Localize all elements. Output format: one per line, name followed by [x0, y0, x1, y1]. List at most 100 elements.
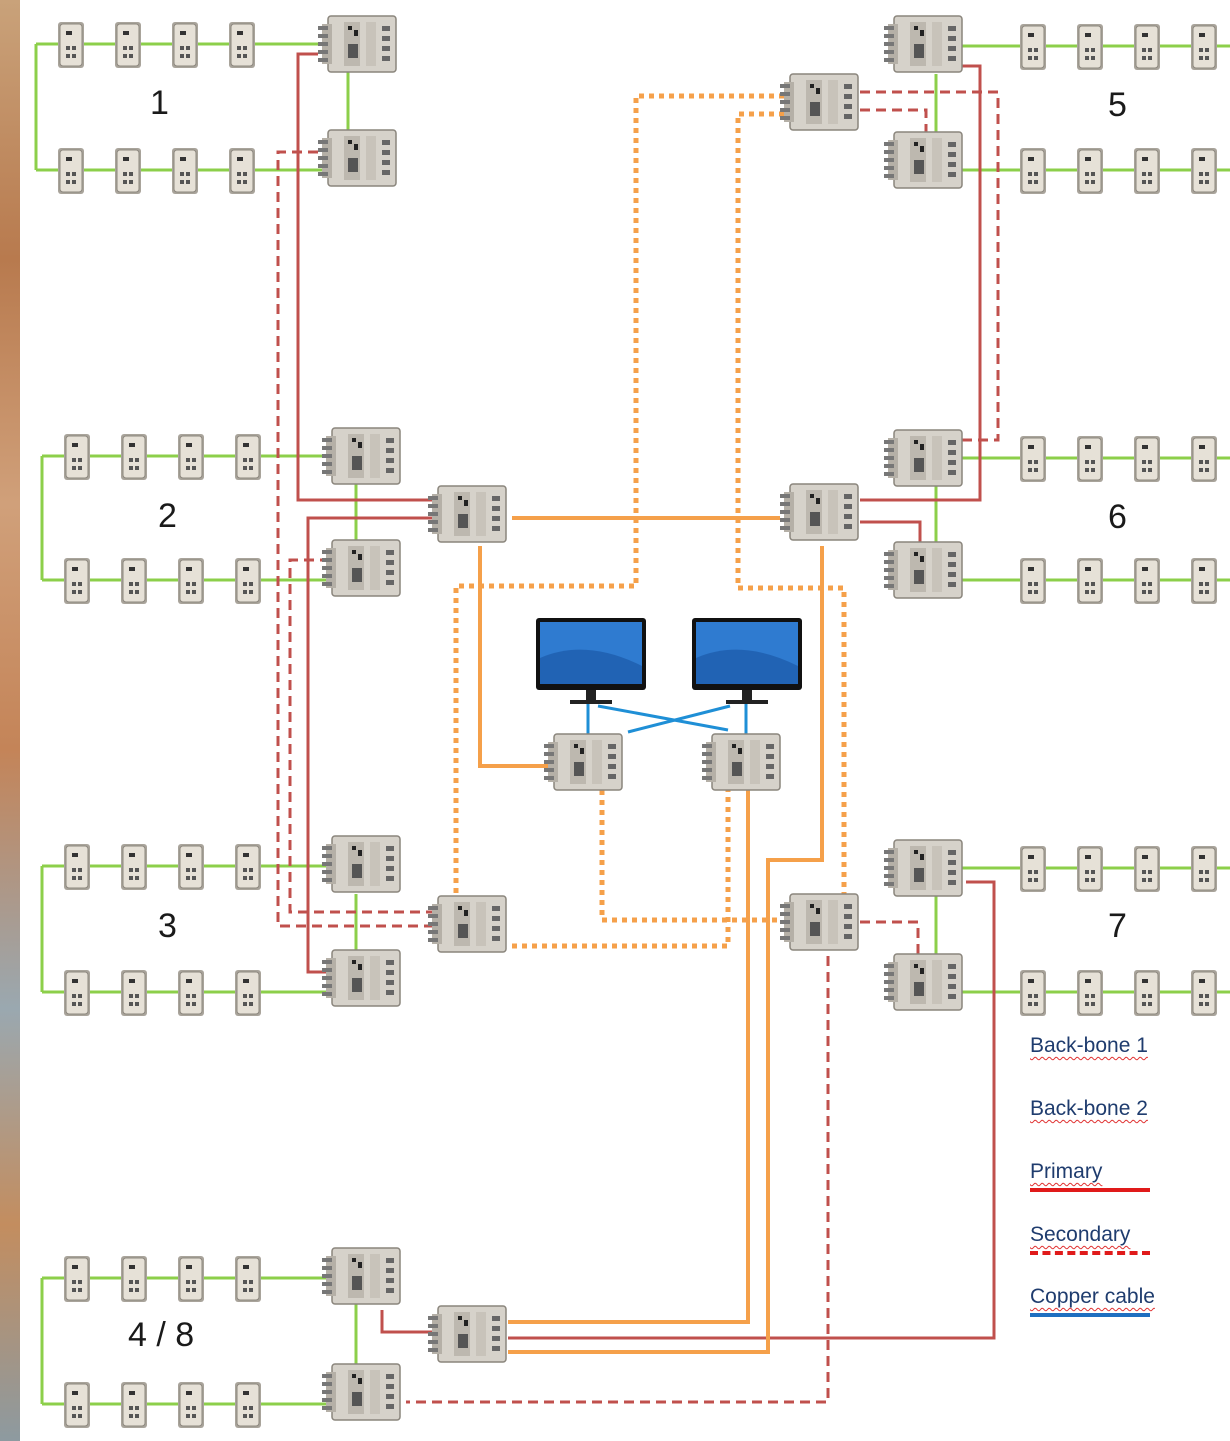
secondary-link — [860, 90, 1000, 442]
legend-swatch-primary — [1030, 1188, 1150, 1192]
edge-switch-icon — [1191, 846, 1217, 892]
backbone-2-link — [508, 790, 750, 1324]
legend-swatch-copper — [1030, 1313, 1150, 1317]
edge-switch-icon — [1020, 558, 1046, 604]
edge-switch-icon — [121, 434, 147, 480]
edge-switch-icon — [64, 434, 90, 480]
edge-switch-icon — [172, 148, 198, 194]
managed-switch-icon — [702, 733, 781, 791]
monitor-icon — [536, 618, 646, 704]
edge-switch-icon — [64, 558, 90, 604]
managed-switch-icon — [428, 895, 507, 953]
edge-switch-icon — [235, 434, 261, 480]
edge-switch-icon — [115, 22, 141, 68]
edge-switch-icon — [178, 434, 204, 480]
edge-switch-icon — [115, 148, 141, 194]
edge-switch-icon — [1020, 970, 1046, 1016]
background-photo-strip — [0, 0, 20, 1441]
edge-switch-icon — [1020, 846, 1046, 892]
managed-switch-icon — [322, 539, 401, 597]
edge-switch-icon — [121, 844, 147, 890]
edge-switch-icon — [1134, 558, 1160, 604]
edge-switch-icon — [1191, 558, 1217, 604]
device-layer — [58, 15, 1217, 1428]
managed-switch-icon — [780, 73, 859, 131]
secondary-link — [288, 558, 440, 914]
managed-switch-icon — [884, 15, 963, 73]
edge-switch-icon — [1191, 970, 1217, 1016]
edge-switch-icon — [1077, 846, 1103, 892]
edge-switch-icon — [1020, 148, 1046, 194]
edge-switch-icon — [1077, 558, 1103, 604]
legend-label: Secondary — [1030, 1223, 1131, 1246]
edge-switch-icon — [64, 844, 90, 890]
edge-switch-icon — [1134, 846, 1160, 892]
edge-switch-icon — [1077, 24, 1103, 70]
edge-switch-icon — [1134, 148, 1160, 194]
edge-switch-icon — [1077, 148, 1103, 194]
edge-switch-icon — [121, 558, 147, 604]
managed-switch-icon — [884, 131, 963, 189]
edge-switch-icon — [178, 1382, 204, 1428]
edge-switch-icon — [229, 148, 255, 194]
backbone-1-link — [453, 93, 784, 900]
edge-switch-icon — [58, 22, 84, 68]
edge-switch-icon — [121, 970, 147, 1016]
managed-switch-icon — [322, 835, 401, 893]
edge-switch-icon — [235, 844, 261, 890]
edge-switch-icon — [1077, 970, 1103, 1016]
managed-switch-icon — [884, 541, 963, 599]
edge-switch-icon — [1191, 24, 1217, 70]
secondary-link — [276, 150, 440, 928]
legend-backbone-2: Back-bone 2 — [1030, 1097, 1148, 1121]
ring-label-5: 5 — [1108, 86, 1127, 124]
legend-label: Back-bone 2 — [1030, 1097, 1148, 1120]
edge-switch-icon — [235, 1256, 261, 1302]
edge-switch-icon — [178, 1256, 204, 1302]
primary-link — [296, 52, 440, 502]
ring-label-3: 3 — [158, 907, 177, 945]
ring-label-1: 1 — [150, 84, 169, 122]
ring-label-6: 6 — [1108, 498, 1127, 536]
managed-switch-icon — [428, 485, 507, 543]
managed-switch-icon — [884, 429, 963, 487]
edge-switch-icon — [1134, 24, 1160, 70]
backbone-1-link — [599, 790, 780, 923]
legend-primary: Primary — [1030, 1160, 1150, 1192]
edge-switch-icon — [1191, 148, 1217, 194]
edge-switch-icon — [235, 970, 261, 1016]
primary-link — [380, 1310, 440, 1334]
managed-switch-icon — [780, 483, 859, 541]
edge-switch-icon — [235, 558, 261, 604]
managed-switch-icon — [544, 733, 623, 791]
cable-layer — [34, 42, 1230, 1406]
backbone-2-link — [478, 546, 548, 768]
secondary-link — [406, 956, 830, 1404]
copper-cable — [627, 704, 731, 734]
edge-switch-icon — [1191, 436, 1217, 482]
ring-label-7: 7 — [1108, 907, 1127, 945]
legend-label: Primary — [1030, 1160, 1103, 1183]
edge-switch-icon — [1077, 436, 1103, 482]
edge-switch-icon — [229, 22, 255, 68]
legend-swatch-secondary — [1030, 1251, 1150, 1255]
edge-switch-icon — [1134, 436, 1160, 482]
secondary-link — [860, 920, 920, 954]
managed-switch-icon — [780, 893, 859, 951]
primary-link — [306, 516, 440, 974]
ring-label-2: 2 — [158, 497, 177, 535]
ring-label-4-8: 4 / 8 — [128, 1316, 195, 1354]
managed-switch-icon — [322, 1247, 401, 1305]
edge-switch-icon — [1020, 24, 1046, 70]
managed-switch-icon — [318, 15, 397, 73]
edge-switch-icon — [178, 558, 204, 604]
edge-switch-icon — [1020, 436, 1046, 482]
edge-switch-icon — [121, 1382, 147, 1428]
monitor-icon — [692, 618, 802, 704]
managed-switch-icon — [318, 129, 397, 187]
backbone-1-link — [512, 790, 731, 949]
copper-cable — [597, 704, 729, 732]
legend-copper-cable: Copper cable — [1030, 1285, 1155, 1317]
